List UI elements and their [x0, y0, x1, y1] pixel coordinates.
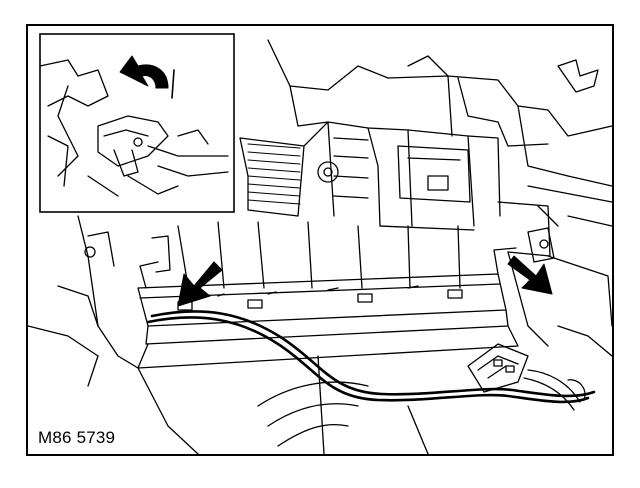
mounting-struts: [177, 221, 461, 289]
technical-illustration: [28, 33, 612, 454]
arrow-icon: [177, 261, 223, 307]
left-side-trim: [28, 215, 171, 387]
lower-trim: [137, 355, 429, 454]
right-side-bracket: [507, 205, 559, 347]
switch-panel-tray: [137, 247, 519, 369]
dashboard-moulding: [267, 39, 612, 357]
arrow-icon: [119, 55, 169, 89]
inset-detail: [39, 33, 235, 213]
wiring-harness: [146, 310, 596, 404]
harness-connector: [467, 343, 586, 411]
figure-reference-code: M86 5739: [36, 428, 118, 448]
arrow-icon: [507, 255, 553, 295]
heater-duct-assembly: [239, 121, 551, 257]
illustration-frame: M86 5739: [26, 24, 614, 456]
cooling-fins: [247, 143, 301, 205]
